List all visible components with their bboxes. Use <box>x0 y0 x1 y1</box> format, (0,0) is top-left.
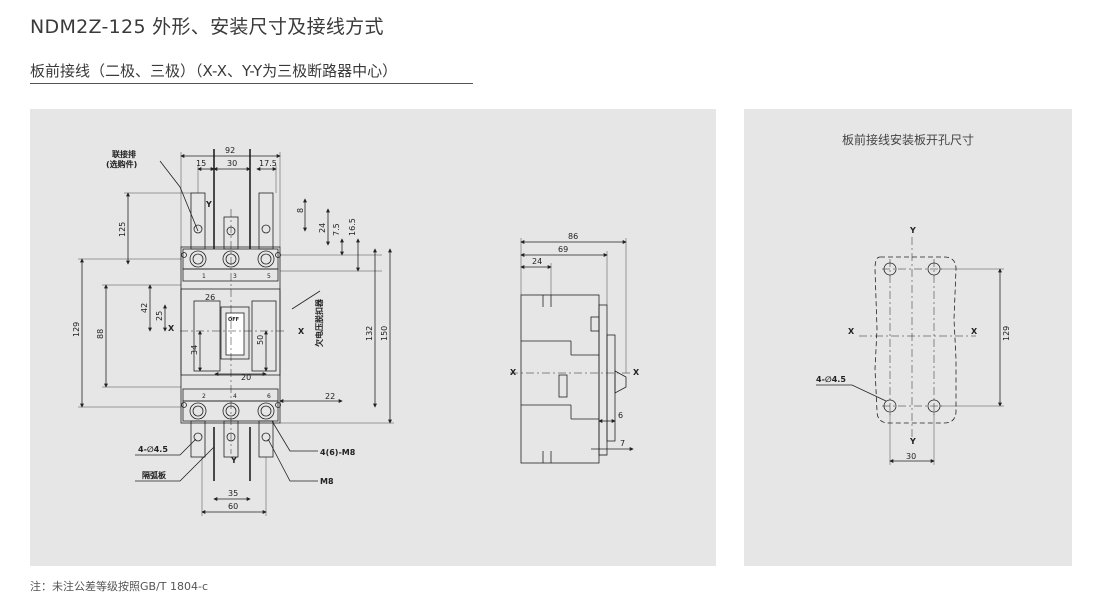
busbar-label: 联接排 <box>112 149 136 159</box>
side-body <box>520 294 600 464</box>
arc-plate-label: 隔弧板 <box>142 470 167 480</box>
terminal-number-6: 6 <box>267 393 271 400</box>
busbar-top-1 <box>190 192 206 250</box>
undervoltage-release-label: 欠电压脱扣器 <box>314 298 324 347</box>
dim-150: 150 <box>380 326 389 341</box>
dim-6: 6 <box>618 411 623 420</box>
section-subtitle: 板前接线（二极、三极）（X-X、Y-Y为三极断路器中心） <box>30 62 398 80</box>
dim-60: 60 <box>228 502 238 511</box>
dim-129: 129 <box>72 322 81 337</box>
dim-8: 8 <box>296 208 305 213</box>
dim-30: 30 <box>227 159 237 168</box>
terminal-number-1: 1 <box>202 273 206 280</box>
side-axis-x-right: X <box>633 368 640 377</box>
axis-x-label-left: X <box>168 324 175 333</box>
dim-16-5: 16.5 <box>348 218 357 236</box>
axis-y-label-bottom: Y <box>230 456 237 465</box>
bottom-terminal-block <box>182 400 279 422</box>
mount-holes-label: 4-∅4.5 <box>816 375 846 384</box>
dim-24: 24 <box>318 223 327 233</box>
dim-26: 26 <box>205 293 215 302</box>
handle-off-label: OFF <box>228 317 239 323</box>
dim-20: 20 <box>241 373 251 382</box>
handle-window <box>220 306 250 360</box>
terminal-number-4: 4 <box>233 393 237 400</box>
page-title: NDM2Z-125 外形、安装尺寸及接线方式 <box>30 16 384 38</box>
front-side-drawing: 92 15 30 17.5 125 8 24 7.5 16.5 129 88 4… <box>72 146 640 516</box>
dim-125: 125 <box>118 222 127 237</box>
mount-dim-129: 129 <box>1002 326 1011 341</box>
busbar-top-3 <box>258 192 274 250</box>
drawing-panel-front-side: 92 15 30 17.5 125 8 24 7.5 16.5 129 88 4… <box>30 109 716 566</box>
dim-69: 69 <box>558 245 568 254</box>
dim-35: 35 <box>228 489 238 498</box>
dim-7: 7 <box>620 439 625 448</box>
terminal-number-5: 5 <box>267 273 271 280</box>
accessory-window-left <box>193 300 221 372</box>
dim-92: 92 <box>225 146 235 155</box>
dim-50: 50 <box>256 335 265 345</box>
dim-42: 42 <box>140 303 149 313</box>
screw-label-m8: M8 <box>320 477 334 486</box>
dim-88: 88 <box>96 329 105 339</box>
dim-17-5: 17.5 <box>259 159 277 168</box>
holes-label: 4-∅4.5 <box>138 445 168 454</box>
mounting-caption: 板前接线安装板开孔尺寸 <box>841 133 974 147</box>
screw-label-m8-multi: 4(6)-M8 <box>320 448 356 457</box>
terminal-number-3: 3 <box>233 273 237 280</box>
footnote: 注：未注公差等级按照GB/T 1804-c <box>30 580 209 593</box>
dim-22: 22 <box>325 392 335 401</box>
dim-15: 15 <box>196 159 206 168</box>
cutout-outline <box>874 256 957 424</box>
side-axis-x-left: X <box>510 368 517 377</box>
busbar-optional-label: (选购件) <box>106 159 137 169</box>
mount-axis-x-right: X <box>971 327 978 336</box>
subtitle-underline <box>30 83 473 84</box>
dim-24-side: 24 <box>532 257 542 266</box>
dim-25: 25 <box>155 311 164 321</box>
mounting-drawing: Y Y X X 129 30 4-∅4.5 <box>816 226 1011 465</box>
axis-y-label-top: Y <box>205 200 212 209</box>
dim-7-5: 7.5 <box>332 223 341 236</box>
mount-axis-y-bottom: Y <box>909 437 916 446</box>
dim-132: 132 <box>365 326 374 341</box>
drawing-panel-mounting: 板前接线安装板开孔尺寸 <box>744 109 1072 566</box>
terminal-number-2: 2 <box>202 393 206 400</box>
busbar-bottom-3 <box>258 420 274 458</box>
dim-86: 86 <box>568 232 578 241</box>
handle <box>225 312 245 356</box>
axis-x-label-right: X <box>298 327 305 336</box>
busbar-bottom-1 <box>190 420 206 458</box>
dim-34: 34 <box>190 345 199 355</box>
top-terminal-block <box>182 248 279 270</box>
mount-dim-30: 30 <box>906 452 916 461</box>
mount-axis-x-left: X <box>848 327 855 336</box>
mount-axis-y-top: Y <box>909 226 916 235</box>
